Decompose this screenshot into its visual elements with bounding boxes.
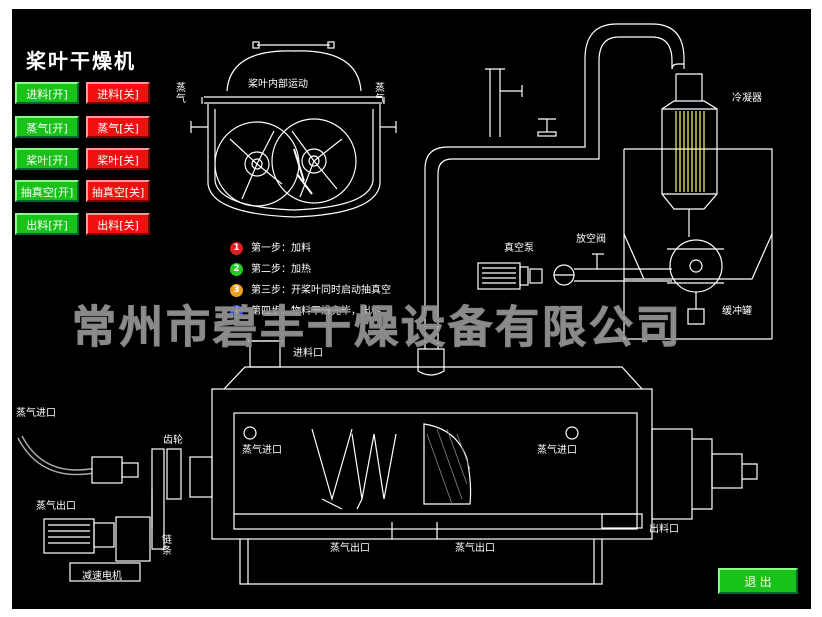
steam-on-button[interactable]: 蒸气[开] (15, 116, 79, 138)
step-2-text: 第二步：加热 (251, 264, 311, 275)
vacuum-off-button[interactable]: 抽真空[关] (86, 180, 150, 202)
paddle-motion-label: 桨叶内部运动 (248, 79, 308, 90)
condenser-label: 冷凝器 (732, 93, 762, 104)
vent-valve-label: 放空阀 (576, 234, 606, 245)
steam-outlet-bottom-left-label: 蒸气出口 (330, 543, 370, 554)
inner-hatch (426, 428, 471, 505)
vacuum-on-button[interactable]: 抽真空[开] (15, 180, 79, 202)
steam-right-label: 蒸气 (375, 83, 385, 105)
steam-outlet-label: 蒸气出口 (36, 501, 76, 512)
feed-off-button[interactable]: 进料[关] (86, 82, 150, 104)
step-1: 1 第一步：加料 (230, 239, 311, 255)
feed-on-button[interactable]: 进料[开] (15, 82, 79, 104)
step-4-text: 第四步：物料干燥完毕，出料 (251, 306, 381, 317)
step-3-badge: 3 (230, 283, 243, 297)
step-1-text: 第一步：加料 (251, 243, 311, 254)
condenser-tubes (675, 111, 705, 192)
drive-assembly (17, 435, 213, 582)
feed-port-label: 进料口 (293, 348, 323, 359)
step-2-badge: 2 (230, 262, 243, 276)
process-diagram (17, 23, 773, 585)
discharge-off-button[interactable]: 出料[关] (86, 213, 150, 235)
inner-steam-inlet-right-label: 蒸气进口 (537, 445, 577, 456)
cross-section-vessel (190, 41, 397, 218)
step-4: 4 第四步：物料干燥完毕，出料 (230, 302, 381, 318)
condenser-unit (623, 63, 773, 340)
vacuum-pump (477, 253, 672, 290)
vacuum-piping (417, 23, 685, 376)
step-2: 2 第二步：加热 (230, 260, 311, 276)
discharge-on-button[interactable]: 出料[开] (15, 213, 79, 235)
steam-left-label: 蒸气 (176, 83, 186, 105)
step-1-badge: 1 (230, 241, 243, 255)
reducer-motor-label: 减速电机 (82, 571, 122, 582)
vacuum-pump-label: 真空泵 (504, 243, 534, 254)
step-4-badge: 4 (230, 304, 243, 318)
steam-off-button[interactable]: 蒸气[关] (86, 116, 150, 138)
gear-label: 齿轮 (163, 435, 183, 446)
company-watermark: 常州市碧丰干燥设备有限公司 (72, 302, 683, 354)
step-3-text: 第三步：开桨叶同时启动抽真空 (251, 285, 391, 296)
paddle-on-button[interactable]: 桨叶[开] (15, 148, 79, 170)
steam-outlet-bottom-right-label: 蒸气出口 (455, 543, 495, 554)
app-title: 桨叶干燥机 (26, 49, 136, 73)
chain-label: 链条 (162, 535, 172, 557)
step-3: 3 第三步：开桨叶同时启动抽真空 (230, 281, 391, 297)
paddle-off-button[interactable]: 桨叶[关] (86, 148, 150, 170)
discharge-port-label: 出料口 (649, 524, 679, 535)
inner-steam-inlet-left-label: 蒸气进口 (242, 445, 282, 456)
main-dryer-body (211, 340, 758, 585)
hmi-screen: 桨叶干燥机 进料[开] 进料[关] 蒸气[开] 蒸气[关] 桨叶[开] 桨叶[关… (12, 9, 811, 609)
steam-inlet-label: 蒸气进口 (16, 408, 56, 419)
exit-button[interactable]: 退 出 (718, 568, 798, 594)
buffer-tank-label: 缓冲罐 (722, 306, 752, 317)
